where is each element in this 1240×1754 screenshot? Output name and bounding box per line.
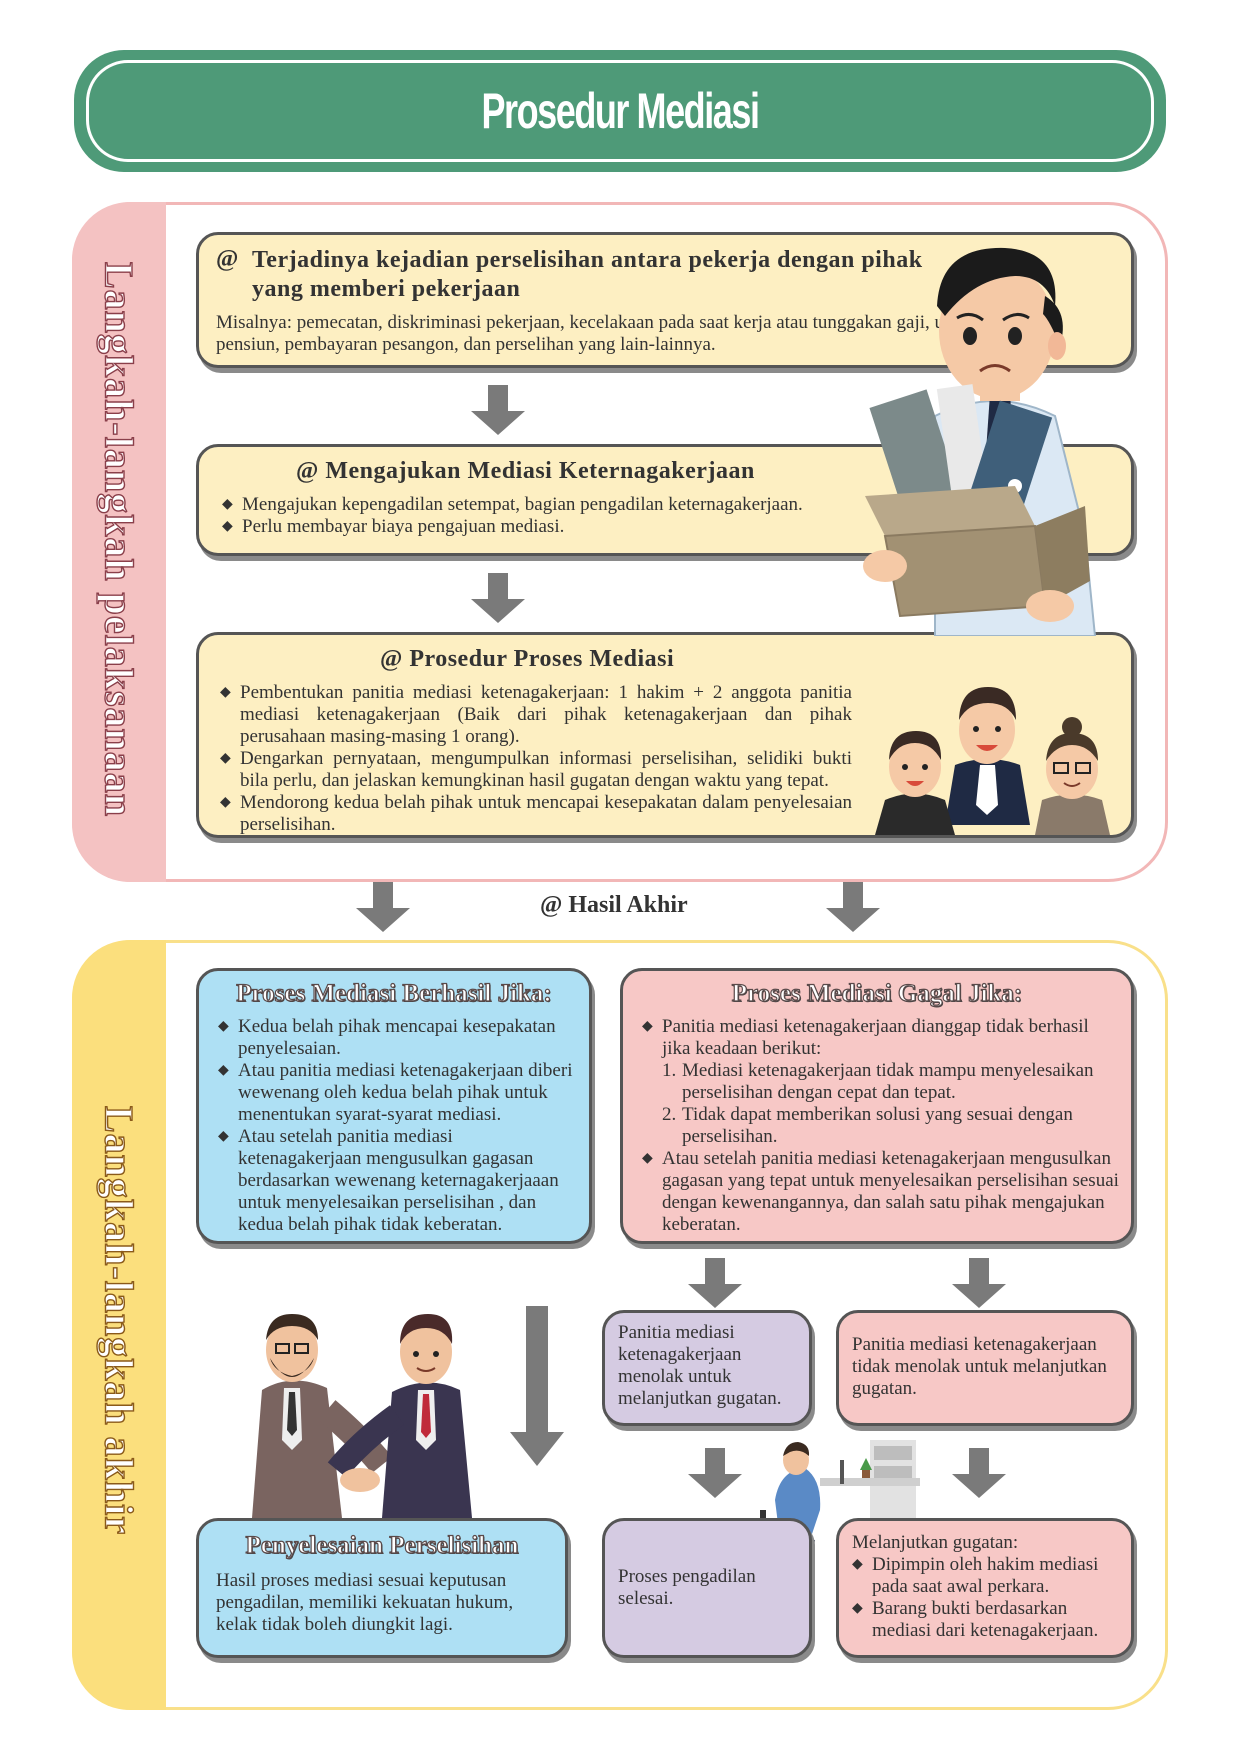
reject-text: Panitia mediasi ketenagakerjaan menolak … <box>618 1322 782 1409</box>
resolution-title: Penyelesaian Perselisihan <box>245 1531 519 1559</box>
success-list: Kedua belah pihak mencapai kesepakatan p… <box>218 1016 578 1236</box>
list-item: Atau panitia mediasi ketenagakerjaan dib… <box>218 1060 578 1126</box>
list-item: Dipimpin oleh hakim mediasi pada saat aw… <box>852 1554 1124 1598</box>
resolution-card <box>196 1518 568 1658</box>
step2-list: Mengajukan kepengadilan setempat, bagian… <box>222 494 902 538</box>
list-item: Perlu membayar biaya pengajuan mediasi. <box>222 516 902 538</box>
section-akhir-label: Langkah-langkah akhir <box>96 1105 142 1535</box>
step1-marker: @ <box>216 246 239 272</box>
section-pelaksanaan-label: Langkah-langkah pelaksanaan <box>96 262 142 818</box>
step1-text: Misalnya: pemecatan, diskriminasi pekerj… <box>216 312 972 355</box>
list-item: Mendorong kedua belah pihak untuk mencap… <box>220 792 852 836</box>
list-item: Atau setelah panitia mediasi ketenagaker… <box>218 1126 578 1236</box>
long-arrow-down-icon <box>510 1306 564 1466</box>
step2-title: @ Mengajukan Mediasi Keternagakerjaan <box>296 458 755 484</box>
list-item: Atau setelah panitia mediasi ketenagaker… <box>642 1148 1120 1236</box>
list-item: Pembentukan panitia mediasi ketenagakerj… <box>220 682 852 748</box>
success-title: Proses Mediasi Berhasil Jika: <box>236 979 553 1007</box>
mediation-panel-people-icon <box>875 687 1110 835</box>
court-done-text: Proses pengadilan selesai. <box>618 1566 756 1609</box>
arrow-down-icon <box>826 882 880 936</box>
resolution-text: Hasil proses mediasi sesuai keputusan pe… <box>216 1570 514 1635</box>
title-banner <box>74 50 1166 172</box>
page-title: Prosedur Mediasi <box>481 83 759 139</box>
not-reject-card <box>836 1310 1134 1426</box>
title-banner-border <box>86 60 1154 162</box>
continue-title: Melanjutkan gugatan: <box>852 1532 1019 1553</box>
arrow-down-icon <box>952 1448 1006 1502</box>
arrow-down-icon <box>471 573 525 627</box>
section-akhir-band <box>72 940 166 1710</box>
list-item: Panitia mediasi ketenagakerjaan dianggap… <box>642 1016 1120 1060</box>
court-done-card <box>602 1518 812 1658</box>
list-item: 2.Tidak dapat memberikan solusi yang ses… <box>662 1104 1073 1147</box>
step3-title: @ Prosedur Proses Mediasi <box>380 646 675 672</box>
list-item: Dengarkan pernyataan, mengumpulkan infor… <box>220 748 852 792</box>
list-item: Mengajukan kepengadilan setempat, bagian… <box>222 494 902 516</box>
arrow-down-icon <box>356 882 410 936</box>
reject-card <box>602 1310 812 1426</box>
section-pelaksanaan-band <box>72 202 166 882</box>
list-item: Barang bukti berdasarkan mediasi dari ke… <box>852 1598 1124 1642</box>
fail-list-2: Atau setelah panitia mediasi ketenagaker… <box>642 1148 1120 1236</box>
arrow-down-icon <box>688 1448 742 1502</box>
step3-list: Pembentukan panitia mediasi ketenagakerj… <box>220 682 852 836</box>
arrow-down-icon <box>471 385 525 439</box>
worried-employee-box-icon <box>863 247 1097 636</box>
handshake-people-icon <box>252 1314 472 1518</box>
arrow-down-icon <box>952 1258 1006 1312</box>
hasil-akhir-label: @ Hasil Akhir <box>540 892 688 918</box>
fail-title: Proses Mediasi Gagal Jika: <box>731 979 1023 1007</box>
fail-sublist: 1.Mediasi ketenagakerjaan tidak mampu me… <box>642 1060 1120 1148</box>
list-item: 1.Mediasi ketenagakerjaan tidak mampu me… <box>662 1060 1094 1103</box>
step1-title: Terjadinya kejadian perselisihan antara … <box>252 247 923 302</box>
fail-list: Panitia mediasi ketenagakerjaan dianggap… <box>642 1016 1120 1060</box>
continue-list: Dipimpin oleh hakim mediasi pada saat aw… <box>852 1554 1124 1642</box>
arrow-down-icon <box>688 1258 742 1312</box>
list-item: Kedua belah pihak mencapai kesepakatan p… <box>218 1016 578 1060</box>
not-reject-text: Panitia mediasi ketenagakerjaan tidak me… <box>852 1334 1107 1399</box>
